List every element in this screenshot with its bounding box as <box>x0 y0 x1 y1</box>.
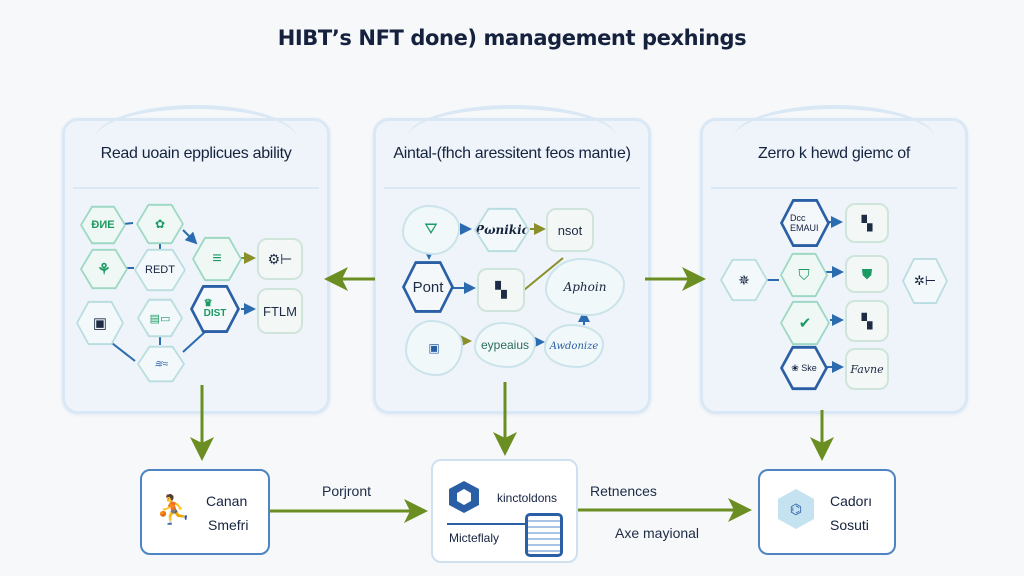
bottom-box-cadori[interactable]: ⌬ Cadorı Sosuti <box>758 469 896 555</box>
node-hex[interactable]: ≋≈ <box>137 345 185 383</box>
check-stack-icon: ✔ <box>798 315 812 332</box>
star-key-icon: ✲⊢ <box>913 273 937 288</box>
node-hex[interactable]: ĐИE <box>80 205 126 245</box>
stack-icon: ≋≈ <box>154 358 168 370</box>
panel-title: Aintal-(fhch aressitent feos mantı͏e) <box>393 145 631 162</box>
document-list-icon <box>525 513 563 557</box>
qr-icon: ▚ <box>861 312 873 329</box>
panel-divider <box>711 187 957 189</box>
node-hex-highlight[interactable]: ❀ Ske <box>780 345 828 391</box>
node-square[interactable]: ▚ <box>845 300 889 342</box>
node-hex-highlight[interactable]: Pont <box>402 260 454 314</box>
node-cloud[interactable]: ⛛ <box>402 205 460 255</box>
bottom-box-kinctoldons[interactable]: kinctoldons Micteflaly <box>431 459 578 563</box>
shield-face-icon: ⛊ <box>861 265 873 282</box>
node-square[interactable]: ▚ <box>477 268 525 312</box>
qr-icon: ▚ <box>861 214 873 231</box>
node-hex[interactable]: ✵ <box>720 258 768 302</box>
node-square[interactable]: ▚ <box>845 203 889 243</box>
box-divider-line <box>447 523 547 525</box>
node-square[interactable]: FTLM <box>257 288 303 334</box>
node-cloud[interactable]: eypeaius <box>474 322 536 368</box>
node-square[interactable]: ⛊ <box>845 255 889 293</box>
node-hex-highlight[interactable]: Dcc EMAUI <box>780 198 830 248</box>
people-icon: ⛹ <box>156 494 191 525</box>
node-hex[interactable]: ✿ <box>136 203 184 245</box>
hexagon-icon-hole <box>457 489 471 505</box>
node-hex[interactable]: REDT <box>134 248 186 292</box>
panel-hump <box>733 105 935 139</box>
edge-label-right-bottom: Axe mayional <box>615 525 700 541</box>
qr-icon: ▚ <box>495 282 507 299</box>
node-cloud[interactable]: ▣ <box>405 320 463 376</box>
chat-icon: ▣ <box>428 341 440 355</box>
tangled-icon: ✵ <box>738 271 750 288</box>
node-hex[interactable]: ≡ <box>192 236 242 282</box>
map-hex-icon: ⌬ <box>778 489 814 529</box>
cat-icon: ⛛ <box>424 221 438 238</box>
diagram-title: HIBT’s NFT done) management pexhings <box>277 26 747 50</box>
panel-hump <box>95 105 297 139</box>
document-icon: ▤▭ <box>149 312 171 325</box>
panel-title: Read uoain epplicues ability <box>100 145 292 162</box>
node-hex[interactable]: ⛉ <box>780 252 828 298</box>
edge-label-left: Porjront <box>322 483 372 499</box>
panel-divider <box>73 187 319 189</box>
plant-icon: ⚘ <box>97 261 111 278</box>
panel-hump <box>406 105 618 139</box>
node-hex-highlight[interactable]: ♛DIST <box>190 284 240 334</box>
node-hex[interactable]: ✔ <box>780 300 830 346</box>
node-hex[interactable]: ⚘ <box>80 248 128 290</box>
node-square[interactable]: Favne <box>845 348 889 390</box>
crown-icon: ♛DIST <box>203 298 227 319</box>
node-hex[interactable]: Pωnikic <box>474 207 530 253</box>
node-square[interactable]: nsot <box>546 208 594 252</box>
node-square[interactable]: ⚙⊢ <box>257 238 303 280</box>
node-cloud[interactable]: Awdonize <box>544 324 604 368</box>
edge-label-right-top: Retnences <box>590 483 657 499</box>
leaf-text-icon: ✿ <box>154 217 166 231</box>
panel-title: Zerro k hewd giemc of <box>758 145 910 162</box>
camera-icon: ▣ <box>92 315 108 332</box>
node-hex[interactable]: ▤▭ <box>137 298 183 338</box>
node-hex[interactable]: ▣ <box>76 300 124 346</box>
bottom-box-canan[interactable]: ⛹ Canan Smefri <box>140 469 270 555</box>
node-hex[interactable]: ✲⊢ <box>902 257 948 305</box>
shield-icon: ⛉ <box>798 266 810 284</box>
node-cloud[interactable]: Aphoin <box>545 258 625 316</box>
wave-icon: ≡ <box>212 250 222 267</box>
gear-key-icon: ⚙⊢ <box>267 250 293 267</box>
panel-divider <box>384 187 640 189</box>
tree-icon: ❀ Ske <box>791 362 817 373</box>
